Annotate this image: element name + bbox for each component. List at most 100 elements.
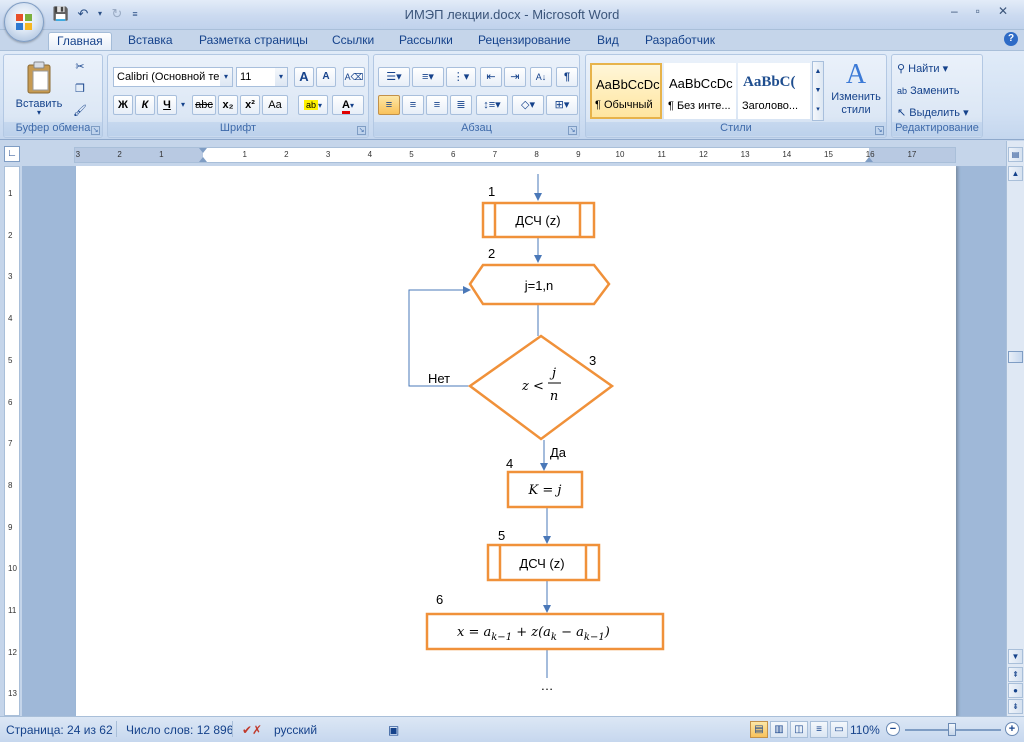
- tab-developer[interactable]: Разработчик: [645, 33, 715, 47]
- numbering-icon[interactable]: ≡▾: [412, 67, 444, 87]
- select-button[interactable]: ↖ Выделить ▾: [897, 107, 969, 119]
- align-left-icon[interactable]: ≡: [378, 95, 400, 115]
- block-6[interactable]: x = ak−1 + z(ak − ak−1): [425, 612, 665, 651]
- subscript-button[interactable]: x₂: [218, 95, 238, 115]
- strikethrough-button[interactable]: abc: [192, 95, 216, 115]
- highlight-button[interactable]: ab▾: [298, 95, 328, 115]
- ruler-toggle-icon[interactable]: ▤: [1008, 147, 1023, 162]
- multilevel-list-icon[interactable]: ⋮▾: [446, 67, 476, 87]
- tab-page-layout[interactable]: Разметка страницы: [199, 33, 308, 47]
- next-page-icon[interactable]: ⇟: [1008, 699, 1023, 714]
- help-icon[interactable]: ?: [1004, 32, 1018, 46]
- document-page[interactable]: ДСЧ (z) 1 j=1,n 2 z < j n 3 Нет Да: [76, 166, 956, 716]
- replace-button[interactable]: ab Заменить: [896, 81, 980, 101]
- find-button[interactable]: ⚲ Найти ▾: [897, 63, 949, 75]
- font-name-combo[interactable]: Calibri (Основной те ▾: [113, 67, 233, 87]
- align-right-icon[interactable]: ≡: [426, 95, 448, 115]
- bullets-icon[interactable]: ☰▾: [378, 67, 410, 87]
- office-button[interactable]: [4, 2, 44, 42]
- minimize-button[interactable]: ‒: [950, 4, 958, 18]
- grow-font-button[interactable]: A: [294, 67, 314, 87]
- superscript-button[interactable]: x²: [240, 95, 260, 115]
- cut-icon[interactable]: ✂: [75, 61, 85, 73]
- block-3[interactable]: z < j n: [467, 334, 615, 441]
- styles-scroll[interactable]: ▲▼▾: [812, 61, 824, 121]
- print-layout-icon[interactable]: ▤: [750, 721, 768, 738]
- align-center-icon[interactable]: ≡: [402, 95, 424, 115]
- undo-dropdown-icon[interactable]: ▾: [97, 9, 102, 18]
- style-no-spacing[interactable]: AaBbCcDc ¶ Без инте...: [664, 63, 736, 119]
- block-4[interactable]: K = j: [506, 470, 584, 509]
- word-count[interactable]: Число слов: 12 896: [126, 723, 234, 737]
- tab-home[interactable]: Главная: [48, 32, 112, 51]
- font-color-button[interactable]: A▾: [332, 95, 364, 115]
- block-5[interactable]: ДСЧ (z): [486, 543, 601, 582]
- paste-button[interactable]: Вставить ▾: [14, 59, 64, 117]
- browse-object-icon[interactable]: ●: [1008, 683, 1023, 698]
- show-marks-button[interactable]: ¶: [556, 67, 578, 87]
- customize-qat-icon[interactable]: ≡: [132, 9, 138, 19]
- right-indent-marker[interactable]: [865, 157, 873, 162]
- sort-icon[interactable]: A↓: [530, 67, 552, 87]
- scroll-thumb[interactable]: [1008, 351, 1023, 363]
- chevron-down-icon[interactable]: ▾: [220, 68, 232, 86]
- font-launcher-icon[interactable]: ↘: [357, 126, 366, 135]
- chevron-down-icon[interactable]: ▾: [275, 68, 287, 86]
- change-styles-button[interactable]: A Изменить стили: [828, 59, 884, 121]
- page-indicator[interactable]: Страница: 24 из 62: [6, 723, 113, 737]
- shading-icon[interactable]: ◇▾: [512, 95, 544, 115]
- tab-selector[interactable]: ∟: [4, 146, 20, 162]
- increase-indent-icon[interactable]: ⇥: [504, 67, 526, 87]
- vertical-scrollbar[interactable]: ▤ ▲ ▼ ⇞ ● ⇟: [1006, 141, 1024, 716]
- full-screen-reading-icon[interactable]: ▥: [770, 721, 788, 738]
- proofing-icon[interactable]: ✔✗: [242, 723, 263, 737]
- justify-icon[interactable]: ≣: [450, 95, 472, 115]
- tab-mailings[interactable]: Рассылки: [399, 33, 453, 47]
- undo-icon[interactable]: ↶: [77, 6, 89, 21]
- italic-button[interactable]: К: [135, 95, 155, 115]
- zoom-out-icon[interactable]: −: [886, 722, 900, 736]
- shrink-font-button[interactable]: A: [316, 67, 336, 87]
- outline-view-icon[interactable]: ≡: [810, 721, 828, 738]
- draft-view-icon[interactable]: ▭: [830, 721, 848, 738]
- tab-view[interactable]: Вид: [597, 33, 619, 47]
- redo-icon[interactable]: ↻: [111, 6, 123, 21]
- save-icon[interactable]: 💾: [52, 6, 70, 21]
- styles-launcher-icon[interactable]: ↘: [875, 126, 884, 135]
- paragraph-launcher-icon[interactable]: ↘: [568, 126, 577, 135]
- tab-references[interactable]: Ссылки: [332, 33, 375, 47]
- tab-review[interactable]: Рецензирование: [478, 33, 571, 47]
- language-indicator[interactable]: русский: [274, 723, 318, 737]
- underline-button[interactable]: Ч: [157, 95, 177, 115]
- zoom-in-icon[interactable]: +: [1005, 722, 1019, 736]
- clipboard-launcher-icon[interactable]: ↘: [91, 126, 100, 135]
- line-spacing-icon[interactable]: ↕≡▾: [476, 95, 508, 115]
- copy-icon[interactable]: ❐: [75, 83, 85, 95]
- zoom-level[interactable]: 110%: [850, 723, 880, 737]
- block-1[interactable]: ДСЧ (z): [481, 201, 596, 239]
- underline-dropdown-icon[interactable]: ▾: [180, 100, 185, 109]
- web-layout-icon[interactable]: ◫: [790, 721, 808, 738]
- format-painter-icon[interactable]: 🖌: [73, 105, 87, 117]
- first-line-indent-marker[interactable]: [199, 148, 207, 153]
- bold-button[interactable]: Ж: [113, 95, 133, 115]
- macro-record-icon[interactable]: ▣: [388, 723, 400, 737]
- close-button[interactable]: ✕: [997, 4, 1008, 18]
- decrease-indent-icon[interactable]: ⇤: [480, 67, 502, 87]
- zoom-slider-thumb[interactable]: [948, 723, 956, 736]
- hanging-indent-marker[interactable]: [199, 157, 207, 162]
- maximize-button[interactable]: ▫: [975, 4, 980, 18]
- clear-formatting-icon[interactable]: A⌫: [343, 67, 365, 87]
- style-heading-1[interactable]: AaBbC( Заголово...: [738, 63, 810, 119]
- change-case-button[interactable]: Aa: [262, 95, 288, 115]
- scroll-up-icon[interactable]: ▲: [1008, 166, 1023, 181]
- tab-insert[interactable]: Вставка: [128, 33, 173, 47]
- block-2[interactable]: j=1,n: [468, 263, 611, 306]
- previous-page-icon[interactable]: ⇞: [1008, 667, 1023, 682]
- scroll-down-icon[interactable]: ▼: [1008, 649, 1023, 664]
- font-size-combo[interactable]: 11 ▾: [236, 67, 288, 87]
- style-normal[interactable]: AaBbCcDc ¶ Обычный: [590, 63, 662, 119]
- borders-icon[interactable]: ⊞▾: [546, 95, 578, 115]
